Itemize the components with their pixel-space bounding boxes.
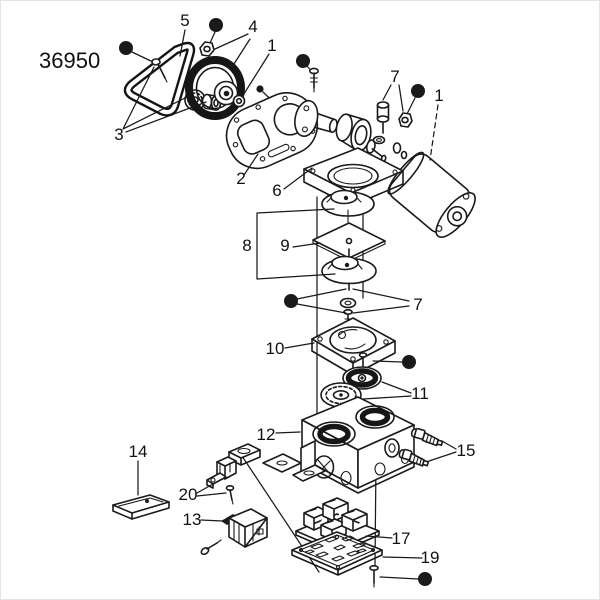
callout-11: 11 <box>411 384 429 403</box>
diaphragm-retainer-top <box>321 189 375 223</box>
diaphragm-plate <box>312 222 386 262</box>
diaphragm-retainer-bottom <box>321 255 377 291</box>
motor-pulley <box>185 56 245 120</box>
callout-leader-lines <box>122 29 457 559</box>
clip-bracket <box>206 456 237 489</box>
callout-8: 8 <box>242 236 251 255</box>
callout-17: 17 <box>392 529 411 548</box>
fastener-dots <box>119 18 432 586</box>
retainer-leader-lines <box>296 288 410 314</box>
clip-screw <box>225 484 235 505</box>
callout-7-mid: 7 <box>413 295 422 314</box>
callout-19: 19 <box>421 548 440 567</box>
bottom-plate <box>291 531 383 576</box>
eccentric-bearing-assembly <box>294 99 387 163</box>
valve-housing <box>311 317 396 376</box>
bottom-screw <box>369 564 379 588</box>
shaft-washers <box>392 142 408 160</box>
callout-20: 20 <box>179 485 198 504</box>
callout-14: 14 <box>129 442 148 461</box>
motor <box>387 151 476 238</box>
callout-6: 6 <box>272 181 281 200</box>
belt-shaft-screw <box>151 58 168 83</box>
retainer-washer <box>339 297 357 309</box>
check-valve-fitting-2 <box>398 448 430 467</box>
callout-4: 4 <box>248 17 257 36</box>
mounting-bracket <box>228 440 326 482</box>
drive-belt <box>123 41 196 117</box>
callout-1-motor: 1 <box>434 86 443 105</box>
part-number: 36950 <box>39 48 100 73</box>
pressure-switch <box>221 508 268 548</box>
check-valve-fitting-1 <box>410 427 444 447</box>
upper-mount-bolt <box>372 101 390 145</box>
pulley-hub-washer <box>232 94 246 108</box>
callout-13: 13 <box>183 510 202 529</box>
callout-7-top: 7 <box>390 67 399 86</box>
callout-3: 3 <box>114 125 123 144</box>
callout-9: 9 <box>280 236 289 255</box>
callout-12: 12 <box>257 425 276 444</box>
valve-disc-top <box>342 366 382 390</box>
mounting-pad <box>112 494 170 520</box>
pump-body <box>301 396 415 494</box>
upper-mount-nut <box>398 112 413 128</box>
shaft-bushing <box>201 93 222 111</box>
pulley-nut <box>199 41 215 57</box>
callout-5: 5 <box>180 11 189 30</box>
callout-2: 2 <box>236 169 245 188</box>
callout-1-left: 1 <box>267 36 276 55</box>
callout-labels: 5 4 3 1 7 1 2 6 8 9 7 10 11 12 15 14 20 … <box>114 11 475 567</box>
top-screw <box>308 67 319 93</box>
callout-10: 10 <box>266 339 285 358</box>
callout-15: 15 <box>457 441 476 460</box>
switch-screw <box>200 539 222 556</box>
